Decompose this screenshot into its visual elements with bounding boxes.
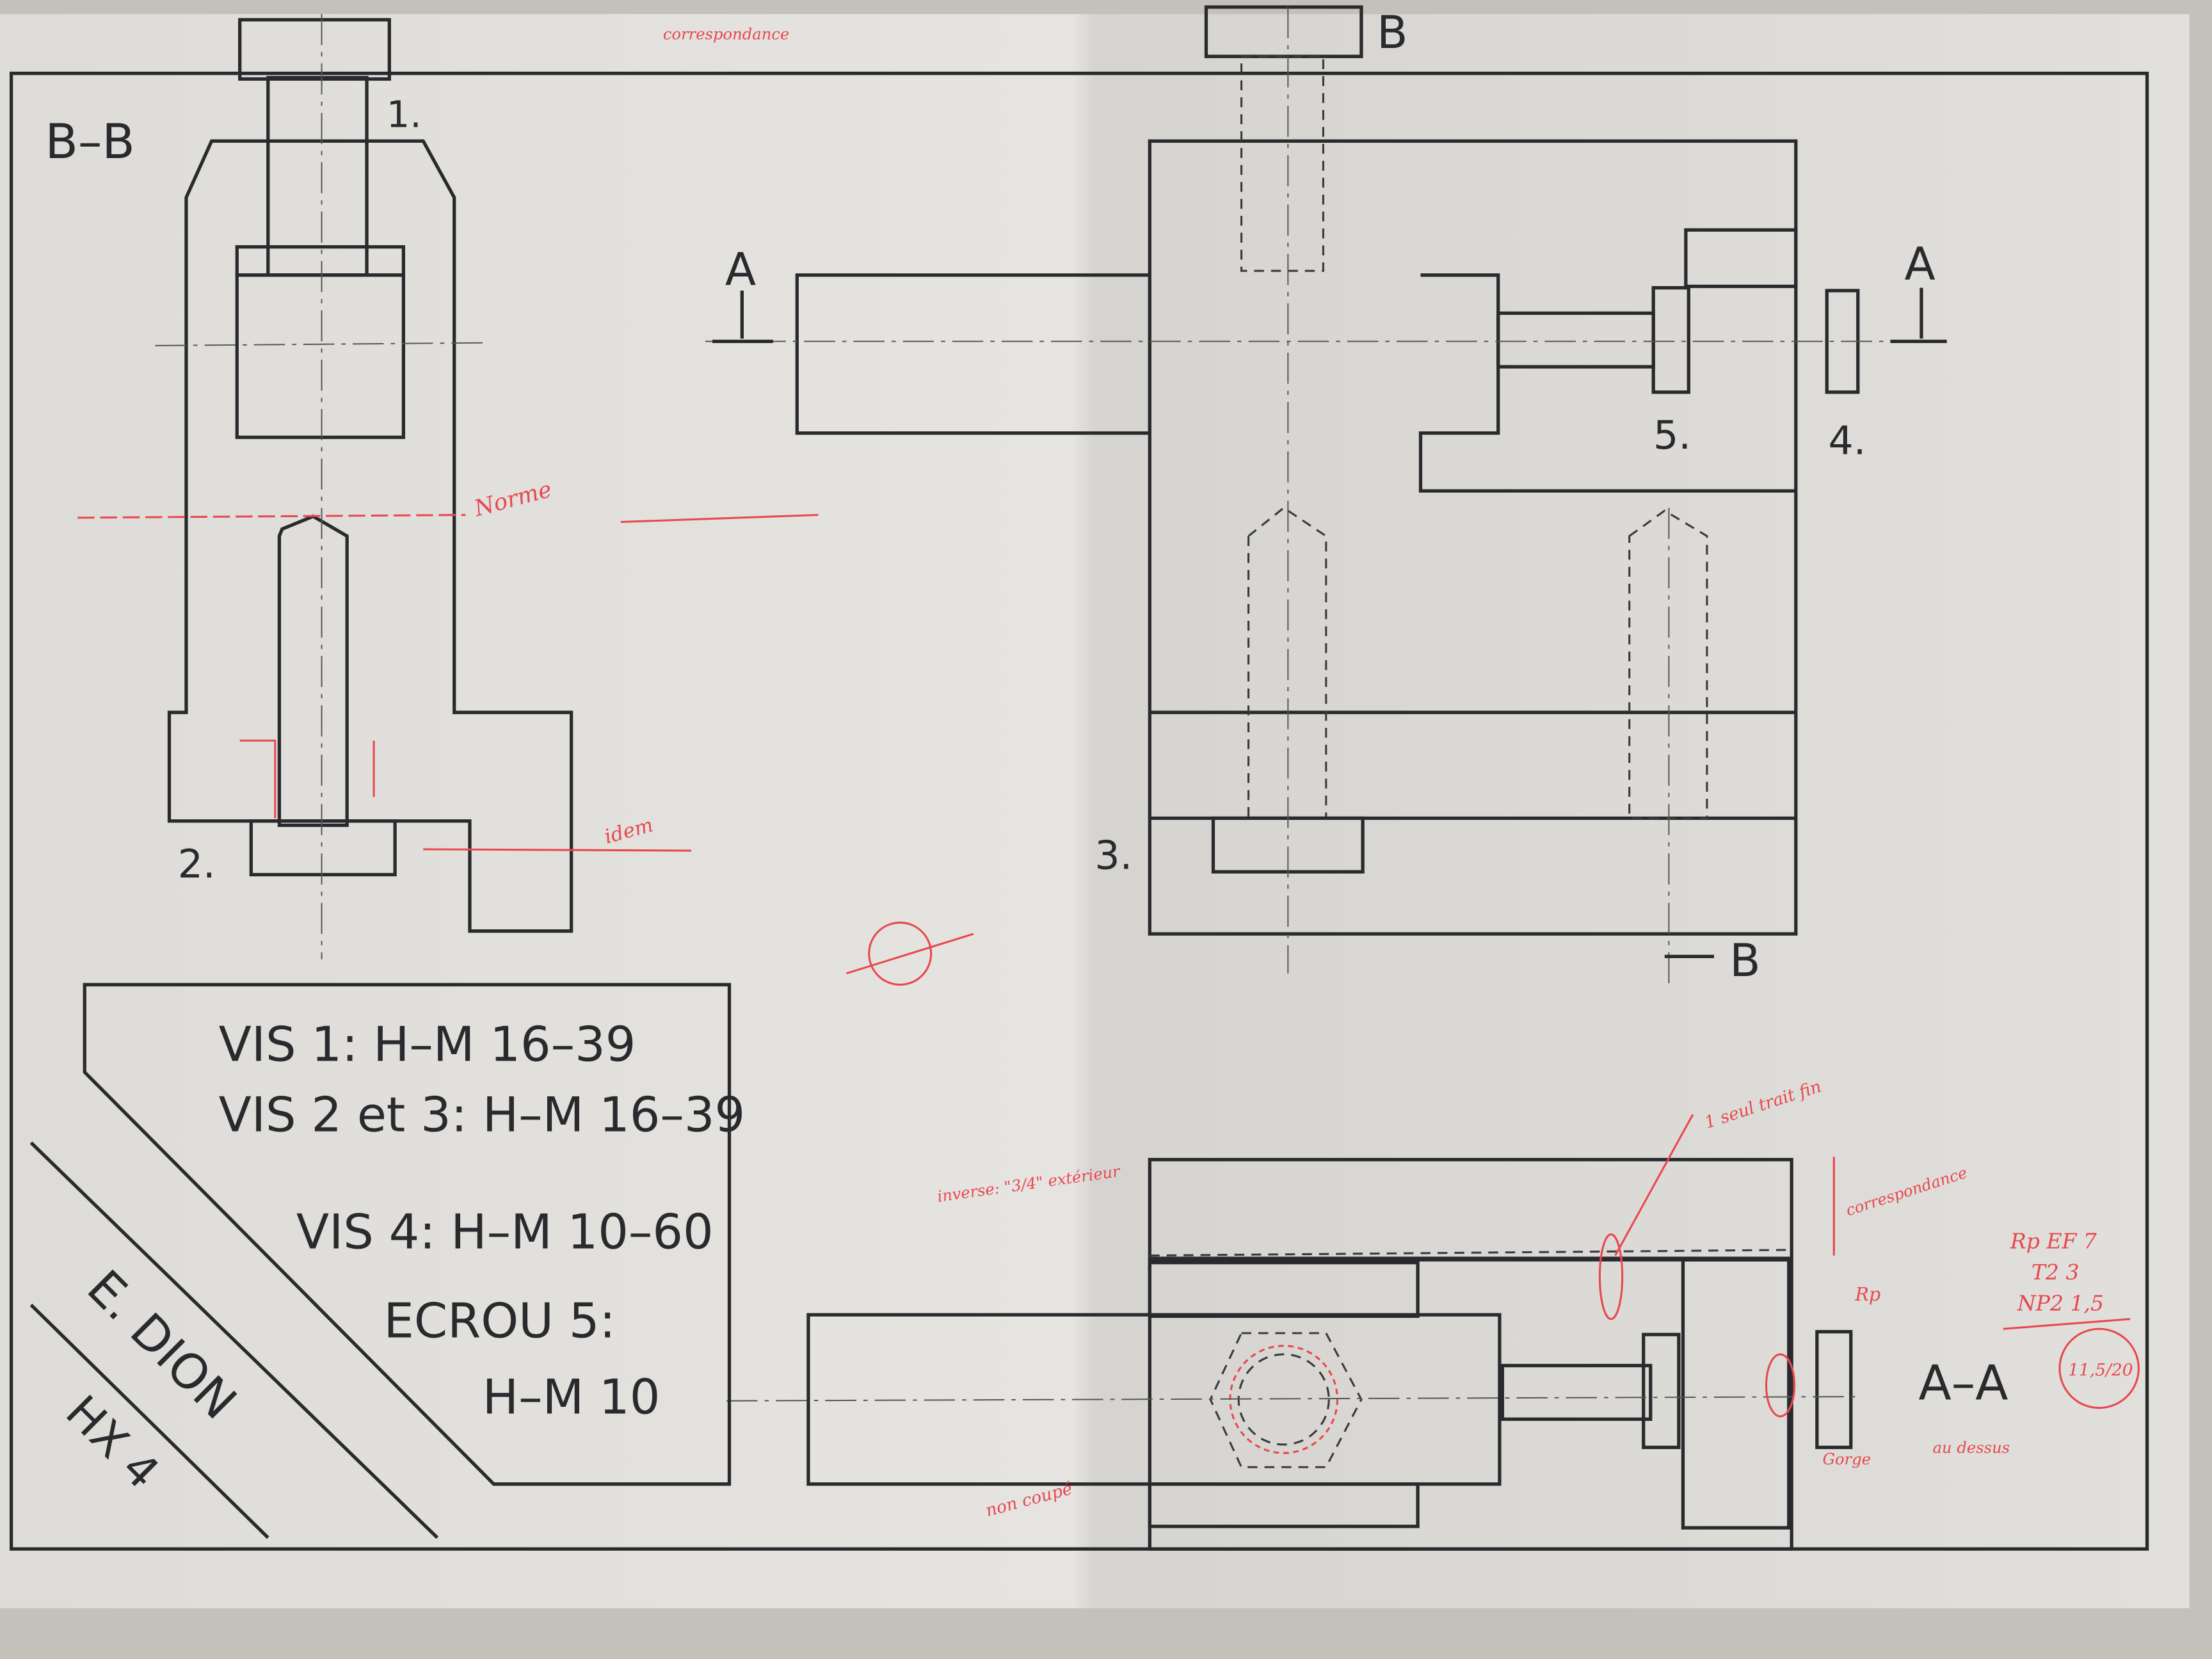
- drawing-frame: [9, 71, 2149, 1551]
- grade-line-1: Rp EF 7: [2010, 1229, 2097, 1254]
- title-line-hm10: H–M 10: [483, 1368, 661, 1425]
- cut-label-a-left: A: [725, 243, 756, 296]
- part-number-3: 3.: [1094, 833, 1132, 879]
- grade-line-3: NP2 1,5: [2017, 1291, 2104, 1316]
- title-line-vis4: VIS 4: H–M 10–60: [296, 1204, 714, 1260]
- note-top-correspondance: correspondance: [663, 25, 789, 44]
- title-line-vis1: VIS 1: H–M 16–39: [219, 1016, 636, 1072]
- section-aa-label: A–A: [1919, 1354, 2008, 1411]
- title-line-vis2-3: VIS 2 et 3: H–M 16–39: [219, 1087, 746, 1143]
- nut-5: [1651, 285, 1690, 394]
- part-number-2: 2.: [178, 841, 216, 887]
- part-number-1: 1.: [387, 93, 422, 136]
- grade-score: 11,5/20: [2068, 1360, 2133, 1380]
- note-rp: Rp: [1854, 1283, 1880, 1305]
- screw-1-head: [238, 18, 391, 81]
- note-au-dessus: au dessus: [1933, 1438, 2010, 1457]
- cut-label-b-bottom: B: [1729, 934, 1760, 987]
- grade-line-2: T2 3: [2032, 1260, 2080, 1285]
- section-aa-view: A–A: [726, 1158, 2008, 1551]
- cut-label-b-top: B: [1377, 6, 1407, 59]
- title-line-ecrou5: ECROU 5:: [384, 1292, 616, 1349]
- part-number-4: 4.: [1828, 418, 1866, 464]
- front-view: A A B B 5. 4. 3.: [705, 5, 1947, 988]
- section-bb-label: B–B: [45, 113, 135, 170]
- section-bb-view: B–B 1. 2.: [45, 14, 573, 959]
- part-number-5: 5.: [1653, 412, 1691, 458]
- screw-2-head: [249, 819, 397, 877]
- note-gorge: Gorge: [1823, 1450, 1871, 1468]
- cut-label-a-right: A: [1905, 237, 1936, 290]
- paper-sheet: [0, 14, 2190, 1608]
